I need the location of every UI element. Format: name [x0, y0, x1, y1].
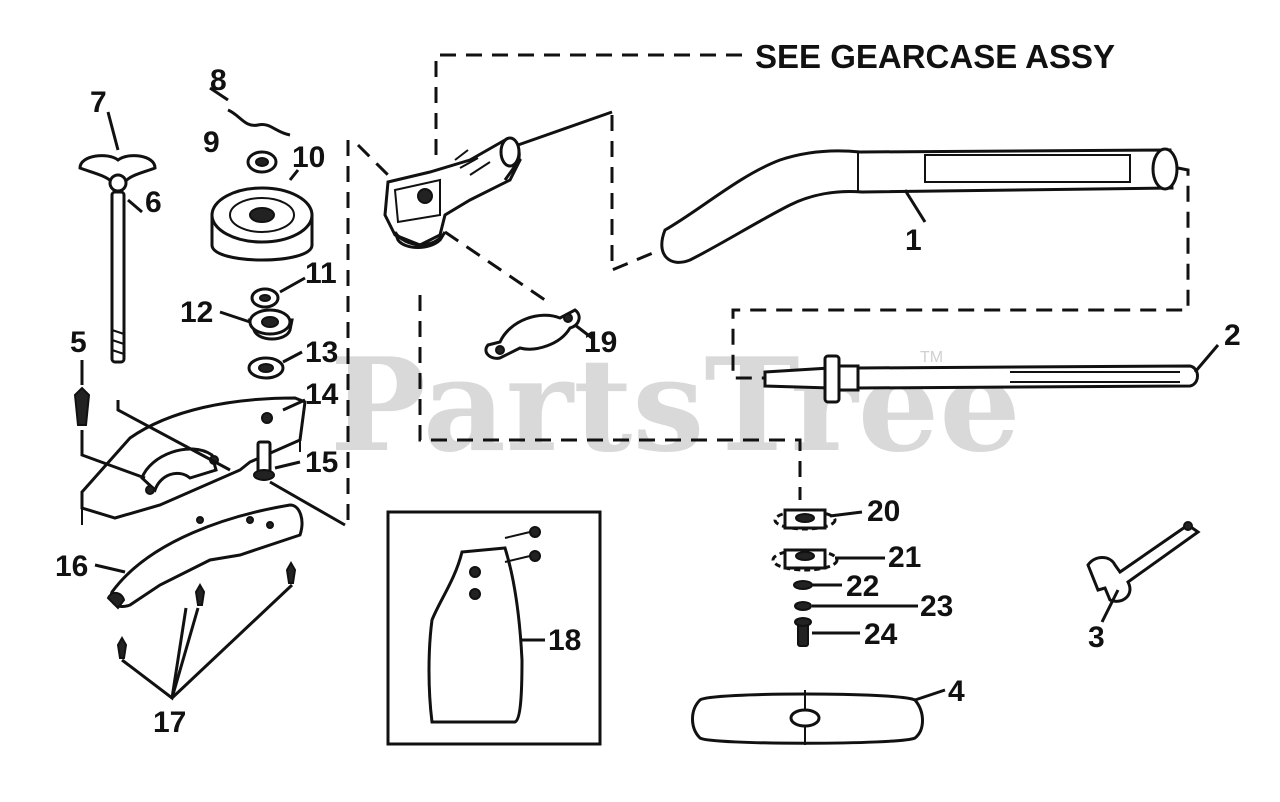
callout-20: 20: [867, 495, 900, 528]
callout-4: 4: [948, 675, 965, 708]
part-18-blade-kit-box[interactable]: [386, 510, 602, 746]
callout-21: 21: [888, 541, 921, 574]
part-17-screws[interactable]: [116, 560, 297, 701]
part-1-shaft-tube[interactable]: [660, 147, 1179, 264]
callout-12: 12: [180, 296, 213, 329]
screw-5-to-bracket-line: [80, 430, 146, 480]
part-10-cup-washer[interactable]: [210, 186, 314, 262]
gearcase-leader-line: [434, 53, 742, 160]
gearcase-assembly[interactable]: [383, 136, 522, 249]
callout-8: 8: [210, 64, 227, 97]
callout-14: 14: [305, 378, 339, 411]
callout-1: 1: [905, 224, 922, 257]
part-22-washer[interactable]: [793, 580, 813, 590]
part-14-bracket-shield[interactable]: [80, 396, 307, 525]
part-4-blade[interactable]: [691, 690, 924, 745]
callout-6: 6: [145, 186, 162, 219]
callout-13: 13: [305, 336, 338, 369]
part-19-clamp[interactable]: [484, 308, 593, 360]
part-4-leader: [914, 688, 946, 702]
part-16-debris-shield[interactable]: [106, 503, 304, 610]
part-9-nut[interactable]: [246, 150, 278, 174]
part-11-leader: [279, 276, 306, 294]
part-20-leader: [829, 510, 863, 518]
callout-3: 3: [1088, 621, 1105, 654]
part-15-bolt[interactable]: [253, 440, 275, 481]
part-11-washer[interactable]: [250, 287, 280, 309]
gearcase-top-line: [517, 110, 613, 147]
part-7-leader: [106, 111, 120, 151]
callout-19: 19: [584, 326, 617, 359]
part-8-wire-clip[interactable]: [227, 108, 291, 137]
gearcase-note: SEE GEARCASE ASSY: [755, 38, 1115, 75]
clamp-leader: [444, 230, 546, 302]
watermark-trademark: TM: [920, 349, 943, 366]
part-3-wrench[interactable]: [1086, 521, 1201, 603]
part-5-screw[interactable]: [73, 386, 91, 426]
callout-9: 9: [203, 126, 220, 159]
part-12-leader: [219, 310, 251, 324]
watermark: PartsTree TM: [330, 331, 1021, 481]
callout-5: 5: [70, 326, 87, 359]
part-13-leader: [282, 350, 303, 364]
part-6-leader: [127, 198, 143, 214]
part-16-leader: [94, 563, 126, 574]
blade-center-leader: [418, 295, 802, 500]
part-6-long-bolt[interactable]: [110, 190, 126, 364]
callout-2: 2: [1224, 319, 1241, 352]
callout-16: 16: [55, 550, 88, 583]
part-10-leader: [288, 169, 300, 181]
part-2-drive-shaft[interactable]: [763, 344, 1220, 404]
part-20-upper-adapter[interactable]: [773, 508, 837, 531]
part-23-lock-washer[interactable]: [794, 601, 812, 611]
callout-22: 22: [846, 570, 879, 603]
part-15-leader: [274, 460, 301, 470]
callout-24: 24: [864, 618, 898, 651]
callout-18: 18: [548, 624, 581, 657]
callout-23: 23: [920, 590, 953, 623]
part-12-nut[interactable]: [247, 308, 294, 341]
bolt-6-to-bracket-line: [116, 400, 231, 472]
callout-15: 15: [305, 446, 338, 479]
callout-10: 10: [292, 141, 325, 174]
part-3-leader: [1100, 589, 1120, 623]
bolt-15-diag-line: [269, 480, 346, 527]
callout-17: 17: [153, 706, 186, 739]
drive-shaft-leader: [731, 166, 1190, 380]
callout-7: 7: [90, 86, 107, 119]
part-21-lower-adapter[interactable]: [771, 548, 839, 572]
shaft-leader-dash: [610, 115, 661, 273]
part-13-lock-washer[interactable]: [247, 356, 285, 380]
part-7-knob[interactable]: [78, 154, 157, 193]
callout-11: 11: [305, 257, 337, 290]
part-14-leader: [282, 398, 306, 412]
gearcase-left-leader: [356, 143, 390, 177]
part-8-leader: [209, 86, 229, 102]
callout-labels: 1 2 3 4 5 6 7 8 9 10 11 12 13 14 15 16 1…: [55, 64, 1241, 739]
watermark-text: PartsTree: [330, 331, 1021, 481]
part-24-bolt[interactable]: [794, 617, 812, 647]
